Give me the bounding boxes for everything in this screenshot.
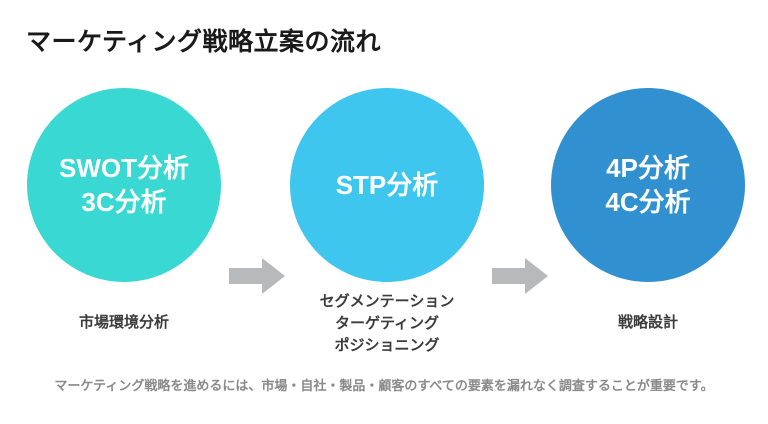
process-flow-diagram: SWOT分析 3C分析 STP分析 4P分析 4C分析 <box>0 88 768 294</box>
stage-3-caption-line-1: 戦略設計 <box>617 314 678 331</box>
stage-2-circle: STP分析 <box>290 88 484 282</box>
stage-1-circle-line-1: SWOT分析 <box>59 152 189 183</box>
stage-captions: 市場環境分析 セグメンテーション ターゲティング ポジショニング 戦略設計 <box>0 290 768 354</box>
stage-2-caption-line-2: ターゲティング <box>334 314 440 332</box>
stage-1-circle: SWOT分析 3C分析 <box>27 88 221 282</box>
stage-3-caption: 戦略設計 <box>523 312 768 334</box>
flow-stage-2: STP分析 <box>290 88 484 282</box>
stage-2-circle-line-1: STP分析 <box>335 169 439 200</box>
flow-stage-3: 4P分析 4C分析 <box>551 88 745 282</box>
stage-3-circle-line-1: 4P分析 <box>606 152 690 183</box>
stage-2-caption-line-3: ポジショニング <box>334 336 440 354</box>
stage-1-circle-line-2: 3C分析 <box>81 187 167 217</box>
stage-3-circle-line-2: 4C分析 <box>605 187 691 217</box>
flow-stage-1: SWOT分析 3C分析 <box>27 88 221 282</box>
stage-1-caption-line-1: 市場環境分析 <box>78 314 169 331</box>
stage-3-circle: 4P分析 4C分析 <box>551 88 745 282</box>
footnote-text: マーケティング戦略を進めるには、市場・自社・製品・顧客のすべての要素を漏れなく調… <box>54 378 714 393</box>
arrow-stage2-to-stage3-icon <box>492 256 548 296</box>
stage-1-caption: 市場環境分析 <box>0 312 249 334</box>
stage-2-caption: セグメンテーション ターゲティング ポジショニング <box>262 291 512 356</box>
page-title: マーケティング戦略立案の流れ <box>26 28 382 56</box>
arrow-stage1-to-stage2-icon <box>229 256 285 296</box>
stage-2-caption-line-1: セグメンテーション <box>319 293 455 310</box>
